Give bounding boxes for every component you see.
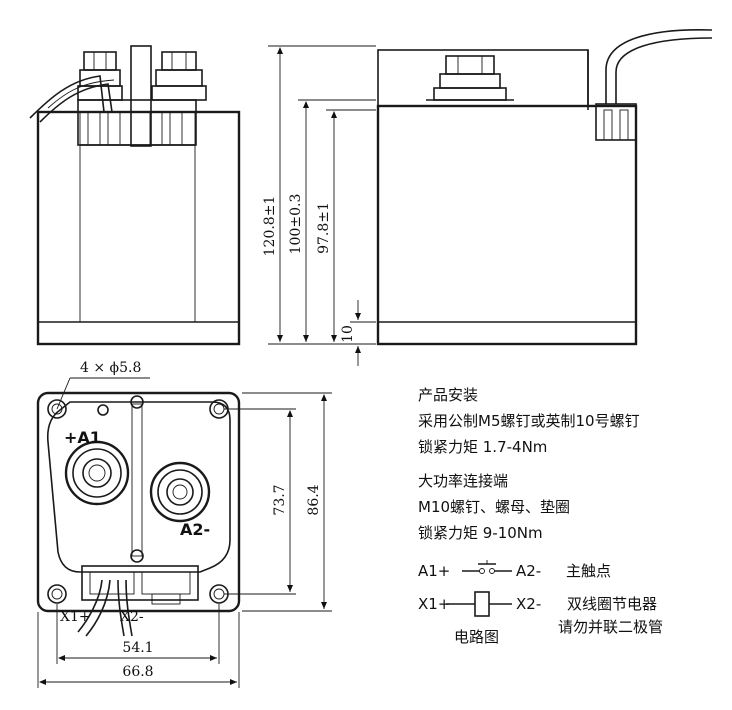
installation-line2: 锁紧力矩 1.7-4Nm: [418, 438, 548, 456]
circuit-diagram: [446, 560, 512, 617]
dim-hole-span-vertical: 73.7: [272, 484, 288, 515]
coil-label-1: 双线圈节电器: [567, 595, 658, 613]
dim-overall-vertical: 86.4: [306, 484, 322, 515]
terminal-a1-label: +A1: [64, 428, 101, 447]
dim-base-height: 10: [340, 325, 356, 343]
circuit-a1-label: A1+: [418, 562, 451, 580]
dim-holes: 4 × ϕ5.8: [80, 360, 141, 376]
dim-hole-span-horizontal: 54.1: [122, 640, 153, 656]
circuit-a2-label: A2-: [516, 562, 542, 580]
top-view-dimensions: 73.7 86.4 54.1 66.8: [37, 392, 332, 688]
dim-height-cover: 97.8±1: [316, 202, 332, 254]
circuit-x1-label: X1+: [418, 595, 451, 613]
power-terminal-title: 大功率连接端: [418, 472, 509, 490]
dim-height-total: 120.8±1: [262, 196, 278, 257]
dim-overall-horizontal: 66.8: [122, 664, 153, 680]
top-view: +A1 A2- X1+ X2- 4 × ϕ5.8: [36, 360, 241, 637]
main-contact-label: 主触点: [566, 562, 612, 580]
dim-height-body: 100±0.3: [288, 194, 304, 255]
installation-title: 产品安装: [418, 386, 479, 404]
side-view: [376, 28, 713, 346]
front-view: [29, 45, 241, 346]
power-terminal-line2: 锁紧力矩 9-10Nm: [418, 524, 543, 542]
installation-note: 产品安装 采用公制M5螺钉或英制10号螺钉 锁紧力矩 1.7-4Nm: [418, 382, 640, 460]
circuit-x2-label: X2-: [516, 595, 542, 613]
circuit-caption: 电路图: [454, 628, 500, 646]
terminal-a2-label: A2-: [180, 520, 210, 539]
terminal-x2-label: X2-: [120, 609, 144, 625]
power-terminal-line1: M10螺钉、螺母、垫圈: [418, 498, 571, 516]
installation-line1: 采用公制M5螺钉或英制10号螺钉: [418, 412, 640, 430]
power-terminal-note: 大功率连接端 M10螺钉、螺母、垫圈 锁紧力矩 9-10Nm: [418, 468, 570, 546]
height-dimensions: 120.8±1 100±0.3 97.8±1 10: [262, 45, 376, 366]
terminal-x1-label: X1+: [60, 609, 91, 625]
coil-label-2: 请勿并联二极管: [558, 618, 664, 636]
